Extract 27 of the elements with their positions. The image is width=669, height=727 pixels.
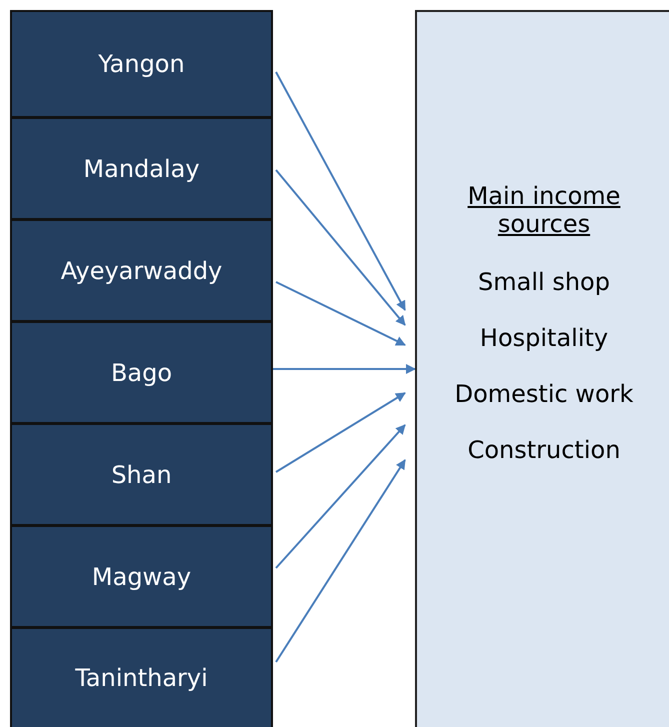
arrow: [275, 459, 406, 663]
region-label: Tanintharyi: [75, 664, 208, 692]
region-label: Ayeyarwaddy: [60, 256, 222, 284]
arrow: [275, 169, 406, 326]
region-box: [10, 525, 273, 628]
income-item: Construction: [468, 436, 620, 464]
region-box: [10, 321, 273, 424]
region-box: [10, 423, 273, 526]
arrow: [275, 424, 406, 569]
arrow: [273, 364, 416, 374]
region-label: Mandalay: [83, 154, 200, 182]
region-label: Magway: [92, 562, 192, 590]
arrow: [276, 281, 406, 346]
income-item: Domestic work: [454, 380, 634, 408]
income-panel: [415, 10, 669, 727]
panel-heading: Main income sources: [466, 182, 622, 238]
region-box: [10, 627, 273, 727]
region-label: Yangon: [98, 50, 185, 78]
income-item: Hospitality: [480, 324, 608, 352]
income-item: Small shop: [478, 268, 610, 296]
region-label: Shan: [111, 460, 172, 488]
region-box: [10, 117, 273, 220]
region-label: Bago: [110, 358, 172, 386]
region-box: [10, 10, 273, 118]
arrow: [275, 392, 406, 473]
arrow: [275, 72, 406, 311]
region-box: [10, 219, 273, 322]
